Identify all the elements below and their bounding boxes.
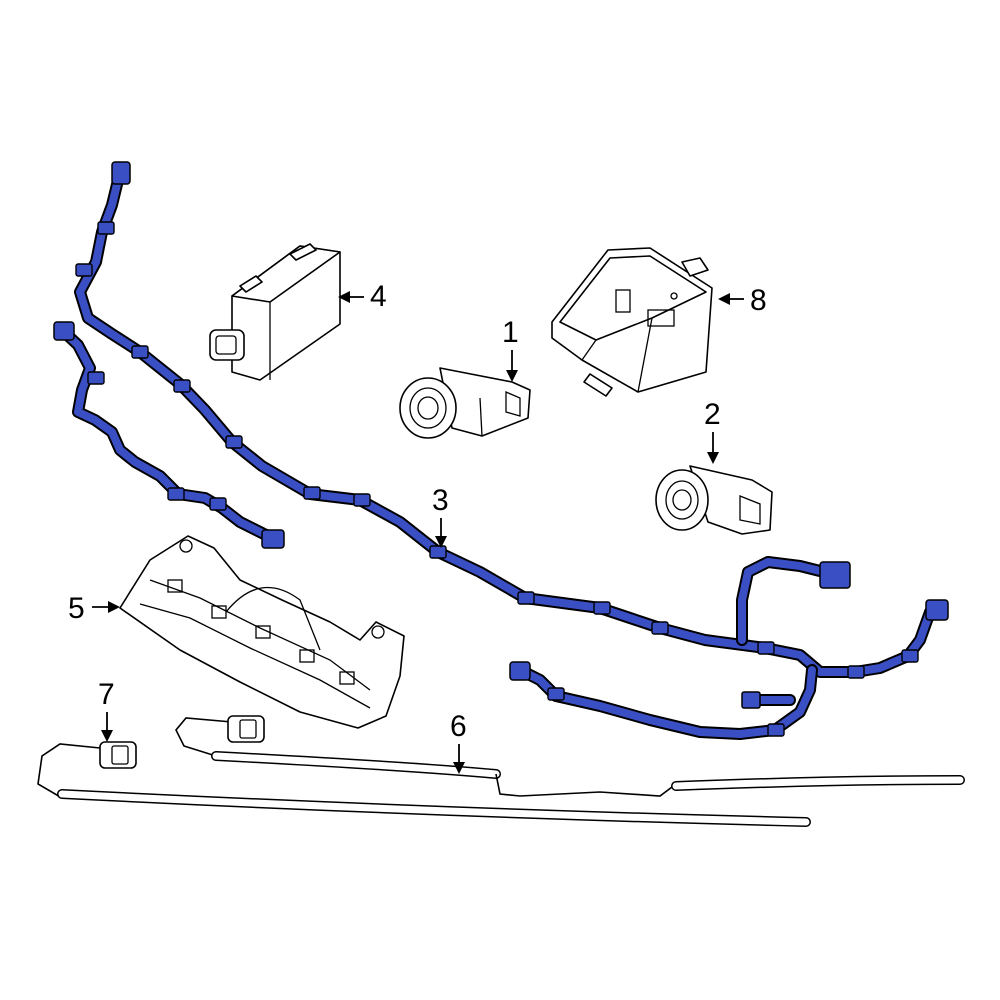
wiring-harness [53,161,949,740]
control-module [209,243,341,381]
callout-7: 7 [98,678,115,742]
connector-lower-mid [741,691,761,709]
connector-far-right [925,599,949,621]
callout-label-7: 7 [98,678,115,711]
arrow-icon [108,601,120,613]
callout-4: 4 [338,280,387,313]
callout-6: 6 [450,710,467,774]
callout-1: 1 [502,316,519,382]
callout-label-3: 3 [432,484,449,517]
callout-label-5: 5 [68,592,85,625]
bracket-module [551,247,713,397]
callout-3: 3 [432,484,449,548]
callout-label-2: 2 [704,398,721,431]
parking-sensor-2 [655,465,773,535]
connector-lower-left [509,661,531,681]
sensor-cable-7 [37,741,811,827]
arrow-icon [338,291,350,303]
arrow-icon [435,536,447,548]
callout-label-1: 1 [502,316,519,349]
sensor-cable-6 [175,715,965,797]
connector-right-top [819,561,851,589]
connector-left-end [261,529,285,549]
callout-8: 8 [718,284,767,317]
arrow-icon [506,370,518,382]
callout-label-8: 8 [750,284,767,317]
arrow-icon [707,452,719,464]
sensor-bracket [119,535,405,729]
callout-label-4: 4 [370,280,387,313]
callout-2: 2 [704,398,721,464]
callout-label-6: 6 [450,710,467,743]
arrow-icon [453,762,465,774]
arrow-icon [101,730,113,742]
parking-sensor-1 [399,367,531,439]
arrow-icon [718,293,730,305]
harness-connectors [53,161,949,709]
callout-5: 5 [68,592,120,625]
connector-left [53,321,75,341]
connector-top [111,161,131,185]
